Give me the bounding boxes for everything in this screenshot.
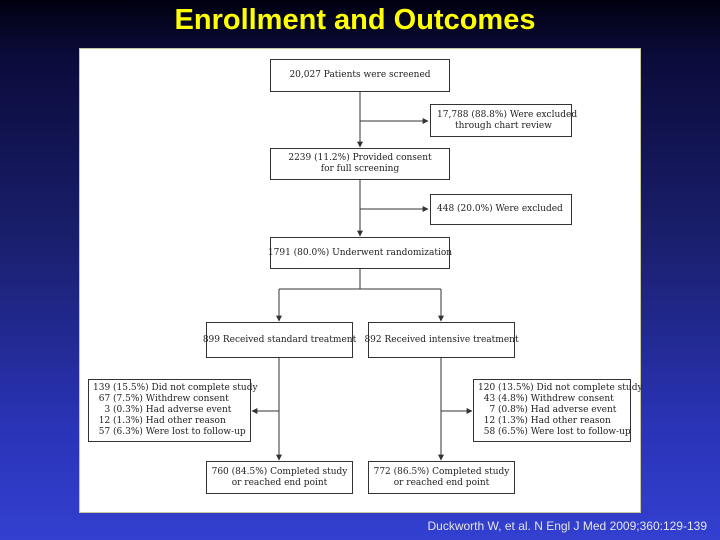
screened-box: 20,027 Patients were screened bbox=[270, 59, 450, 92]
standard-nc-line-3: 3 (0.3%) Had adverse event bbox=[93, 405, 232, 415]
standard-complete-box: 760 (84.5%) Completed study or reached e… bbox=[206, 461, 353, 494]
intensive-nc-line-1: 120 (13.5%) Did not complete study bbox=[478, 383, 643, 393]
consent-box: 2239 (11.2%) Provided consent for full s… bbox=[270, 148, 450, 180]
intensive-treatment-text: 892 Received intensive treatment bbox=[364, 334, 519, 345]
standard-nc-line-5: 57 (6.3%) Were lost to follow-up bbox=[93, 427, 246, 437]
randomized-text: 1791 (80.0%) Underwent randomization bbox=[267, 247, 453, 258]
excluded-chart-box: 17,788 (88.8%) Were excluded through cha… bbox=[430, 104, 577, 137]
standard-treatment-text: 899 Received standard treatment bbox=[202, 334, 357, 345]
citation: Duckworth W, et al. N Engl J Med 2009;36… bbox=[427, 519, 708, 533]
intensive-nc-line-5: 58 (6.5%) Were lost to follow-up bbox=[478, 427, 631, 437]
connector-lines bbox=[251, 92, 473, 461]
standard-not-complete-box: 139 (15.5%) Did not complete study 67 (7… bbox=[88, 379, 258, 442]
standard-nc-line-4: 12 (1.3%) Had other reason bbox=[93, 416, 226, 426]
excluded-box: 448 (20.0%) Were excluded bbox=[430, 194, 572, 225]
intensive-complete-line-1: 772 (86.5%) Completed study bbox=[373, 466, 510, 477]
slide-title: Enrollment and Outcomes bbox=[174, 4, 536, 36]
consent-line-1: 2239 (11.2%) Provided consent bbox=[288, 153, 432, 163]
standard-treatment-box: 899 Received standard treatment bbox=[202, 322, 357, 358]
standard-nc-line-1: 139 (15.5%) Did not complete study bbox=[93, 383, 258, 393]
excluded-chart-line-2: through chart review bbox=[455, 120, 552, 131]
excluded-text: 448 (20.0%) Were excluded bbox=[437, 204, 563, 214]
intensive-complete-line-2: or reached end point bbox=[393, 477, 490, 488]
intensive-complete-box: 772 (86.5%) Completed study or reached e… bbox=[368, 461, 515, 494]
intensive-nc-line-2: 43 (4.8%) Withdrew consent bbox=[478, 394, 614, 404]
intensive-not-complete-box: 120 (13.5%) Did not complete study 43 (4… bbox=[473, 379, 643, 442]
screened-text: 20,027 Patients were screened bbox=[289, 70, 431, 80]
excluded-chart-line-1: 17,788 (88.8%) Were excluded bbox=[437, 109, 578, 120]
standard-nc-line-2: 67 (7.5%) Withdrew consent bbox=[93, 394, 229, 404]
randomized-box: 1791 (80.0%) Underwent randomization bbox=[267, 237, 453, 269]
standard-complete-line-1: 760 (84.5%) Completed study bbox=[211, 466, 348, 477]
flowchart-panel: 20,027 Patients were screened 17,788 (88… bbox=[79, 48, 643, 513]
standard-complete-line-2: or reached end point bbox=[231, 477, 328, 488]
consent-line-2: for full screening bbox=[320, 164, 400, 174]
intensive-nc-line-3: 7 (0.8%) Had adverse event bbox=[478, 405, 617, 415]
intensive-nc-line-4: 12 (1.3%) Had other reason bbox=[478, 416, 611, 426]
intensive-treatment-box: 892 Received intensive treatment bbox=[364, 322, 519, 358]
